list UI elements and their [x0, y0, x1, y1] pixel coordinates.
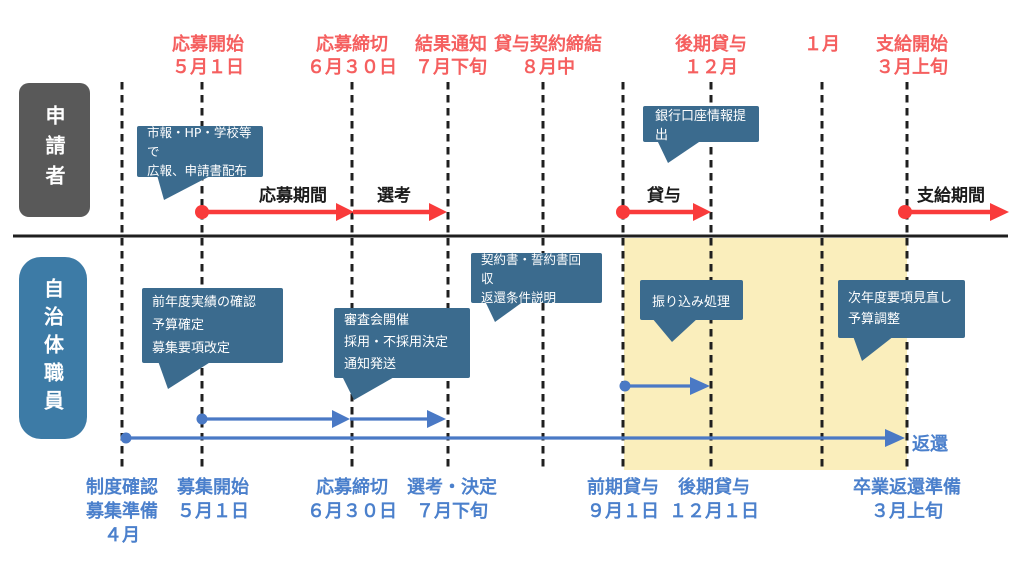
milestone-line: 応募開始: [172, 34, 244, 55]
bubble-bank-account: 銀行口座情報提出: [643, 106, 759, 143]
milestone-line: 後期貸与: [675, 34, 747, 55]
bottom-milestone-selection-decision: 選考・決定 ７月下旬: [372, 476, 532, 524]
top-milestone-result-notice: 結果通知 ７月下旬: [371, 33, 531, 79]
milestone-line: 結果通知: [415, 34, 487, 55]
top-milestone-payment-start: 支給開始 ３月上旬: [832, 33, 992, 79]
milestone-line: 前期貸与: [587, 477, 659, 498]
bottom-milestone-system-check: 制度確認 募集準備 ４月: [42, 476, 202, 548]
bubble-line: 採用・不採用決定: [344, 335, 449, 350]
milestone-line: 募集準備: [86, 501, 158, 522]
milestone-line: 貸与契約締結: [494, 34, 602, 55]
bubble-line: 契約書・誓約書回収: [481, 251, 582, 286]
bubble-line: 予算調整: [848, 312, 901, 327]
bubble-screening-committee: 審査会開催 採用・不採用決定 通知発送: [334, 308, 470, 378]
phase-label-screening: 選考: [377, 186, 411, 206]
top-milestone-january: １月: [742, 33, 902, 56]
milestone-line: 制度確認: [86, 477, 158, 498]
milestone-line: ３月上旬: [871, 501, 943, 522]
milestone-line: ６月３０日: [307, 501, 397, 522]
bubble-tail-contract-collection: [485, 301, 524, 322]
bubble-line: 予算確定: [152, 318, 205, 333]
bottom-milestone-graduation-repayment-prep: 卒業返還準備 ３月上旬: [827, 476, 987, 524]
bubble-tail-bank-account: [657, 140, 702, 163]
milestone-line: ５月１日: [172, 57, 244, 78]
bottom-milestone-application-deadline: 応募締切 ６月３０日: [272, 476, 432, 524]
blue-arrow-repayment: [120, 429, 905, 447]
milestone-line: ７月下旬: [416, 501, 488, 522]
bubble-line: 募集要項改定: [152, 341, 231, 356]
bubble-line: 前年度実績の確認: [152, 295, 257, 310]
milestone-line: ９月１日: [587, 501, 659, 522]
milestone-line: １２月１日: [669, 501, 759, 522]
lane-applicant-label: 申請者: [42, 105, 66, 195]
milestone-line: 支給開始: [876, 34, 948, 55]
bubble-line: 振り込み処理: [652, 294, 731, 310]
red-arrow-loan: [616, 203, 711, 221]
bubble-next-year-review: 次年度要項見直し 予算調整: [838, 280, 965, 338]
milestone-line: ５月１日: [177, 501, 249, 522]
phase-label-loan: 貸与: [647, 186, 681, 206]
milestone-line: 卒業返還準備: [853, 477, 961, 498]
blue-arrow-transfer: [619, 377, 710, 395]
bubble-line: 銀行口座情報提出: [655, 109, 747, 143]
bottom-milestone-recruitment-start: 募集開始 ５月１日: [133, 476, 293, 524]
phase-label-repayment: 返還: [912, 434, 948, 455]
bubble-line: 次年度要項見直し: [848, 291, 953, 306]
milestone-line: 選考・決定: [407, 477, 497, 498]
phase-label-application-period: 応募期間: [259, 186, 327, 206]
bubble-preparation: 前年度実績の確認 予算確定 募集要項改定: [142, 288, 283, 363]
phase-label-payment-period: 支給期間: [917, 186, 985, 206]
lane-staff: 自治体職員: [19, 257, 87, 439]
bubble-line: 通知発送: [344, 357, 397, 372]
milestone-line: １２月: [684, 57, 738, 78]
top-milestone-second-term-loan: 後期貸与 １２月: [631, 33, 791, 79]
red-arrow-payment-period: [898, 203, 1009, 221]
red-arrow-screening: [353, 203, 447, 221]
bubble-line: 返還条件説明: [481, 289, 557, 305]
red-arrow-application-period: [195, 203, 354, 221]
bubble-tail-preparation: [158, 361, 212, 389]
bottom-milestone-second-term-loan: 後期貸与 １２月１日: [634, 476, 794, 524]
bottom-milestone-first-term-loan: 前期貸与 ９月１日: [543, 476, 703, 524]
top-milestone-application-deadline: 応募締切 ６月３０日: [272, 33, 432, 79]
milestone-line: ７月下旬: [415, 57, 487, 78]
bubble-tail-publicity: [157, 175, 212, 200]
lane-staff-label: 自治体職員: [40, 278, 65, 418]
milestone-line: ６月３０日: [307, 57, 397, 78]
bubble-publicity: 市報・HP・学校等で 広報、申請書配布: [137, 125, 263, 178]
top-milestone-contract-conclusion: 貸与契約締結 ８月中: [468, 33, 628, 79]
bubble-line: 広報、申請書配布: [147, 163, 248, 178]
milestone-line: ４月: [104, 525, 140, 546]
bubble-tail-transfer-processing: [652, 318, 698, 342]
blue-arrow-recruitment-selection: [196, 410, 446, 428]
bubble-line: 審査会開催: [344, 313, 410, 328]
milestone-line: 応募締切: [316, 477, 388, 498]
bubble-contract-collection: 契約書・誓約書回収 返還条件説明: [471, 251, 602, 305]
bubble-transfer-processing: 振り込み処理: [640, 280, 743, 320]
milestone-line: １月: [804, 34, 840, 55]
milestone-line: 募集開始: [177, 477, 249, 498]
milestone-line: ３月上旬: [876, 57, 948, 78]
bubble-line: 市報・HP・学校等で: [147, 125, 252, 159]
milestone-line: ８月中: [521, 57, 575, 78]
milestone-line: 後期貸与: [678, 477, 750, 498]
top-milestone-application-start: 応募開始 ５月１日: [128, 33, 288, 79]
lane-applicant: 申請者: [19, 83, 90, 217]
bubble-tail-next-year-review: [853, 336, 894, 361]
milestone-line: 応募締切: [316, 34, 388, 55]
bubble-tail-screening-committee: [342, 376, 396, 400]
